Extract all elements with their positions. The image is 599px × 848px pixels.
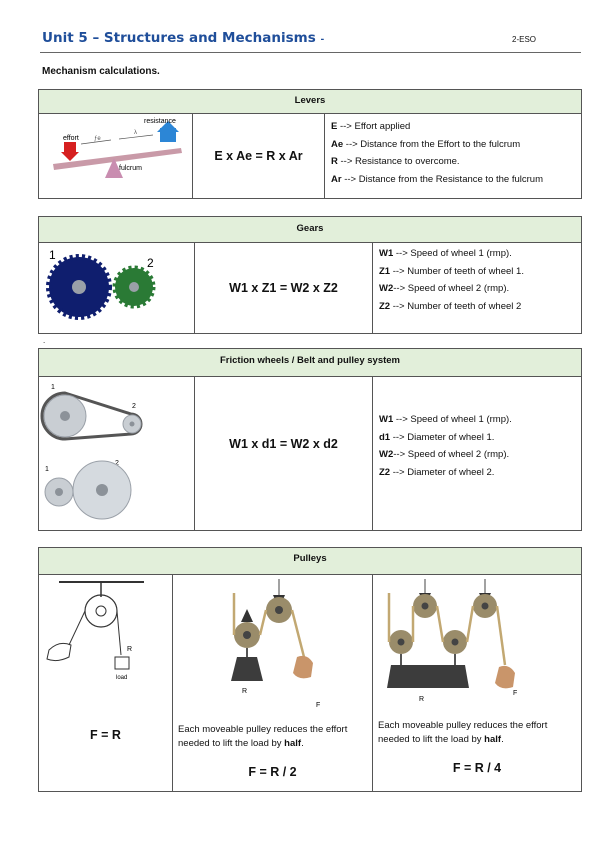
single-pulley-column: R load F = R [39,575,172,791]
def-row: Z2 --> Diameter of wheel 2. [379,466,495,478]
pulley1-formula: F = R [90,728,121,742]
fulcrum-label: fulcrum [119,165,142,172]
def-row: Z1 --> Number of teeth of wheel 1. [379,265,524,277]
friction-section: Friction wheels / Belt and pulley system… [38,348,582,531]
gear-label-2: 2 [147,256,154,270]
lever-definitions: E --> Effort applied Ae --> Distance fro… [324,114,581,198]
def-row: W1 --> Speed of wheel 1 (rmp). [379,414,512,425]
gear-label-1: 1 [49,248,56,262]
def-row: R --> Resistance to overcome. [331,156,460,167]
pulley3-formula: F = R / 4 [452,761,502,775]
friction-label-1: 1 [45,466,49,473]
effort-label: effort [63,135,79,142]
pulley1-load-label: load [116,675,127,681]
pulleys-title: Pulleys [39,548,581,575]
unit-title: Unit 5 – Structures and Mechanisms - [42,30,325,46]
pulley2-formula: F = R / 2 [248,765,297,779]
def-row: W2--> Speed of wheel 2 (rmp). [379,283,510,294]
svg-text:ƒe: ƒe [94,136,101,142]
lever-illustration: ƒe λ effort resistance fulcrum [39,114,192,198]
def-row: Ar --> Distance from the Resistance to t… [331,173,543,185]
gears-illustration: 1 2 [39,243,194,333]
movable-pulley-illustration: R F [231,579,320,709]
course-code: 2-ESO [512,35,537,44]
belt-label-2: 2 [132,403,136,410]
pulley3-f-label: F [513,690,517,697]
def-row: Ae --> Distance from the Effort to the f… [331,138,521,150]
gears-definitions: W1 --> Speed of wheel 1 (rmp). Z1 --> Nu… [372,243,581,333]
friction-formula: W1 x d1 = W2 x d2 [194,377,372,530]
friction-definitions: W1 --> Speed of wheel 1 (rmp). d1 --> Di… [372,377,581,530]
friction-illustration: 1 2 1 2 [39,377,194,530]
page-header: Unit 5 – Structures and Mechanisms - 2-E… [40,28,581,53]
levers-title: Levers [39,90,581,114]
compound-pulley-illustration: R F [387,579,517,703]
compound-pulley-column: R F Each moveable pulley reduces the eff… [372,575,581,791]
pulley3-note: Each moveable pulley reduces the effort … [378,720,548,745]
gears-formula: W1 x Z1 = W2 x Z2 [194,243,372,333]
pulley3-r-label: R [419,696,424,703]
pulleys-section: Pulleys R load F = R [38,547,582,792]
def-row: W1 --> Speed of wheel 1 (rmp). [379,248,512,259]
page-subtitle: Mechanism calculations. [42,66,160,77]
pulley2-f-label: F [316,702,320,709]
pulley2-r-label: R [242,688,247,695]
pulley2-note: Each moveable pulley reduces the effort … [178,724,348,749]
def-row: Z2 --> Number of teeth of wheel 2 [379,300,522,312]
lever-formula: E x Ae = R x Ar [192,114,324,198]
gears-title: Gears [39,217,581,243]
separator-dot: . [43,336,46,345]
def-row: W2--> Speed of wheel 2 (rmp). [379,449,510,460]
single-pulley-illustration: R load [46,581,144,681]
def-row: d1 --> Diameter of wheel 1. [379,431,495,443]
friction-title: Friction wheels / Belt and pulley system [39,349,581,377]
gears-section: Gears 1 2 W1 x Z1 = W2 x Z2 W1 --> Speed… [38,216,582,334]
friction-label-2: 2 [115,460,119,467]
movable-pulley-column: R F Each moveable pulley reduces the eff… [172,575,372,791]
resistance-label: resistance [144,118,176,125]
levers-section: Levers ƒe λ effort resistance fulcrum E … [38,89,582,199]
svg-text:λ: λ [134,130,137,136]
pulley1-r-label: R [127,646,132,653]
belt-label-1: 1 [51,384,55,391]
def-row: E --> Effort applied [331,121,411,132]
